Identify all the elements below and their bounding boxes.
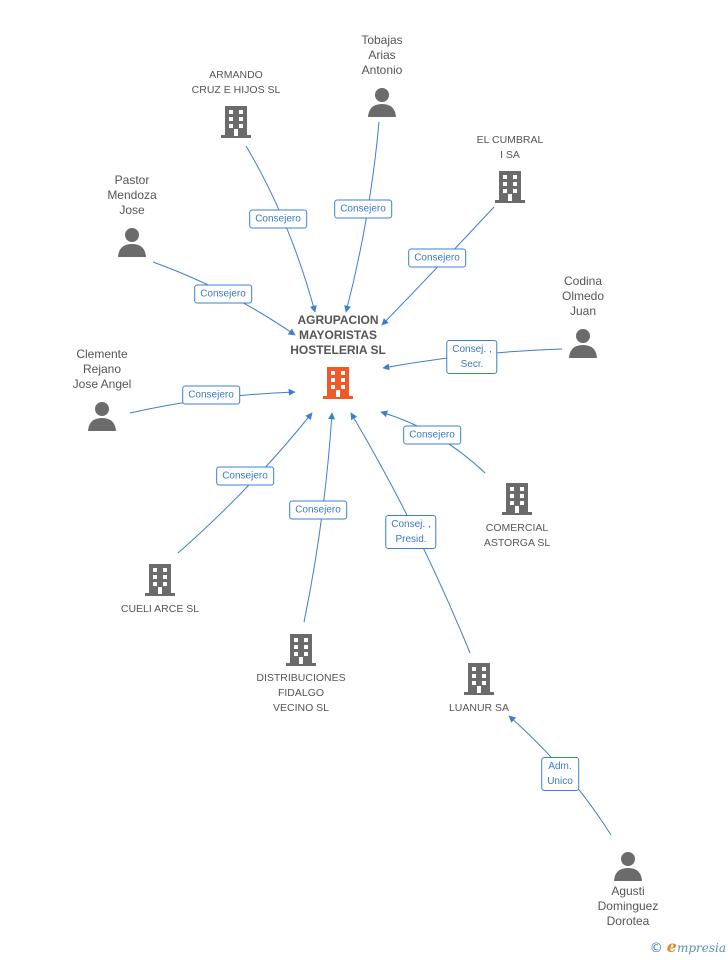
person-label: Tobajas Arias Antonio — [361, 33, 403, 77]
company-node-cumbral[interactable]: EL CUMBRAL I SA — [460, 133, 560, 205]
relation-tag-armando[interactable]: Consejero — [249, 209, 307, 229]
center-company-node[interactable]: AGRUPACION MAYORISTAS HOSTELERIA SL — [268, 313, 408, 401]
relation-tag-luanur[interactable]: Consej. , Presid. — [385, 515, 437, 549]
person-label: Clemente Rejano Jose Angel — [72, 347, 132, 391]
person-label: Pastor Mendoza Jose — [107, 173, 157, 217]
relation-tag-agusti[interactable]: Adm. Unico — [541, 757, 579, 791]
company-label: LUANUR SA — [448, 702, 510, 714]
company-label: CUELI ARCE SL — [120, 603, 200, 615]
center-company-label: AGRUPACION MAYORISTAS HOSTELERIA SL — [290, 313, 386, 357]
company-node-cueli[interactable]: CUELI ARCE SL — [110, 562, 210, 617]
relation-tag-tobajas[interactable]: Consejero — [334, 199, 392, 219]
copyright-icon: © — [649, 941, 663, 956]
empresia-brand[interactable]: ©empresia — [650, 937, 726, 956]
person-icon — [118, 228, 146, 257]
company-label: ARMANDO CRUZ E HIJOS SL — [191, 69, 281, 96]
building-icon — [464, 663, 494, 695]
company-label: COMERCIAL ASTORGA SL — [483, 522, 551, 549]
person-icon — [88, 402, 116, 431]
company-node-luanur[interactable]: LUANUR SA — [434, 661, 524, 716]
brand-name: mpresia — [676, 941, 726, 955]
person-node-agusti[interactable]: Agusti Dominguez Dorotea — [580, 850, 676, 929]
relation-tag-comercial[interactable]: Consejero — [403, 425, 461, 445]
edge-cueli — [177, 412, 313, 554]
company-node-armando[interactable]: ARMANDO CRUZ E HIJOS SL — [176, 68, 296, 140]
person-label: Agusti Dominguez Dorotea — [597, 884, 659, 928]
person-node-clemente[interactable]: Clemente Rejano Jose Angel — [50, 347, 154, 432]
building-icon — [495, 171, 525, 203]
person-node-tobajas[interactable]: Tobajas Arias Antonio — [334, 33, 430, 118]
person-node-codina[interactable]: Codina Olmedo Juan — [535, 274, 631, 359]
building-icon — [323, 367, 353, 399]
person-node-pastor[interactable]: Pastor Mendoza Jose — [84, 173, 180, 258]
building-icon — [221, 106, 251, 138]
company-label: EL CUMBRAL I SA — [476, 134, 544, 161]
building-icon — [145, 564, 175, 596]
edge-armando — [245, 145, 317, 313]
company-node-comercial[interactable]: COMERCIAL ASTORGA SL — [462, 481, 572, 551]
relation-tag-cueli[interactable]: Consejero — [216, 466, 274, 486]
edge-tobajas — [344, 121, 380, 313]
company-label: DISTRIBUCIONES FIDALGO VECINO SL — [256, 672, 346, 714]
relation-tag-pastor[interactable]: Consejero — [194, 284, 252, 304]
relation-tag-clemente[interactable]: Consejero — [182, 385, 240, 405]
relation-tag-codina[interactable]: Consej. , Secr. — [446, 340, 498, 374]
brand-initial: e — [666, 937, 677, 956]
building-icon — [502, 483, 532, 515]
person-icon — [368, 88, 396, 117]
person-icon — [569, 329, 597, 358]
building-icon — [286, 634, 316, 666]
company-node-distribuciones[interactable]: DISTRIBUCIONES FIDALGO VECINO SL — [246, 632, 356, 716]
relation-tag-cumbral[interactable]: Consejero — [408, 248, 466, 268]
person-label: Codina Olmedo Juan — [561, 274, 605, 318]
person-icon — [614, 852, 642, 881]
relation-tag-distribuciones[interactable]: Consejero — [289, 500, 347, 520]
